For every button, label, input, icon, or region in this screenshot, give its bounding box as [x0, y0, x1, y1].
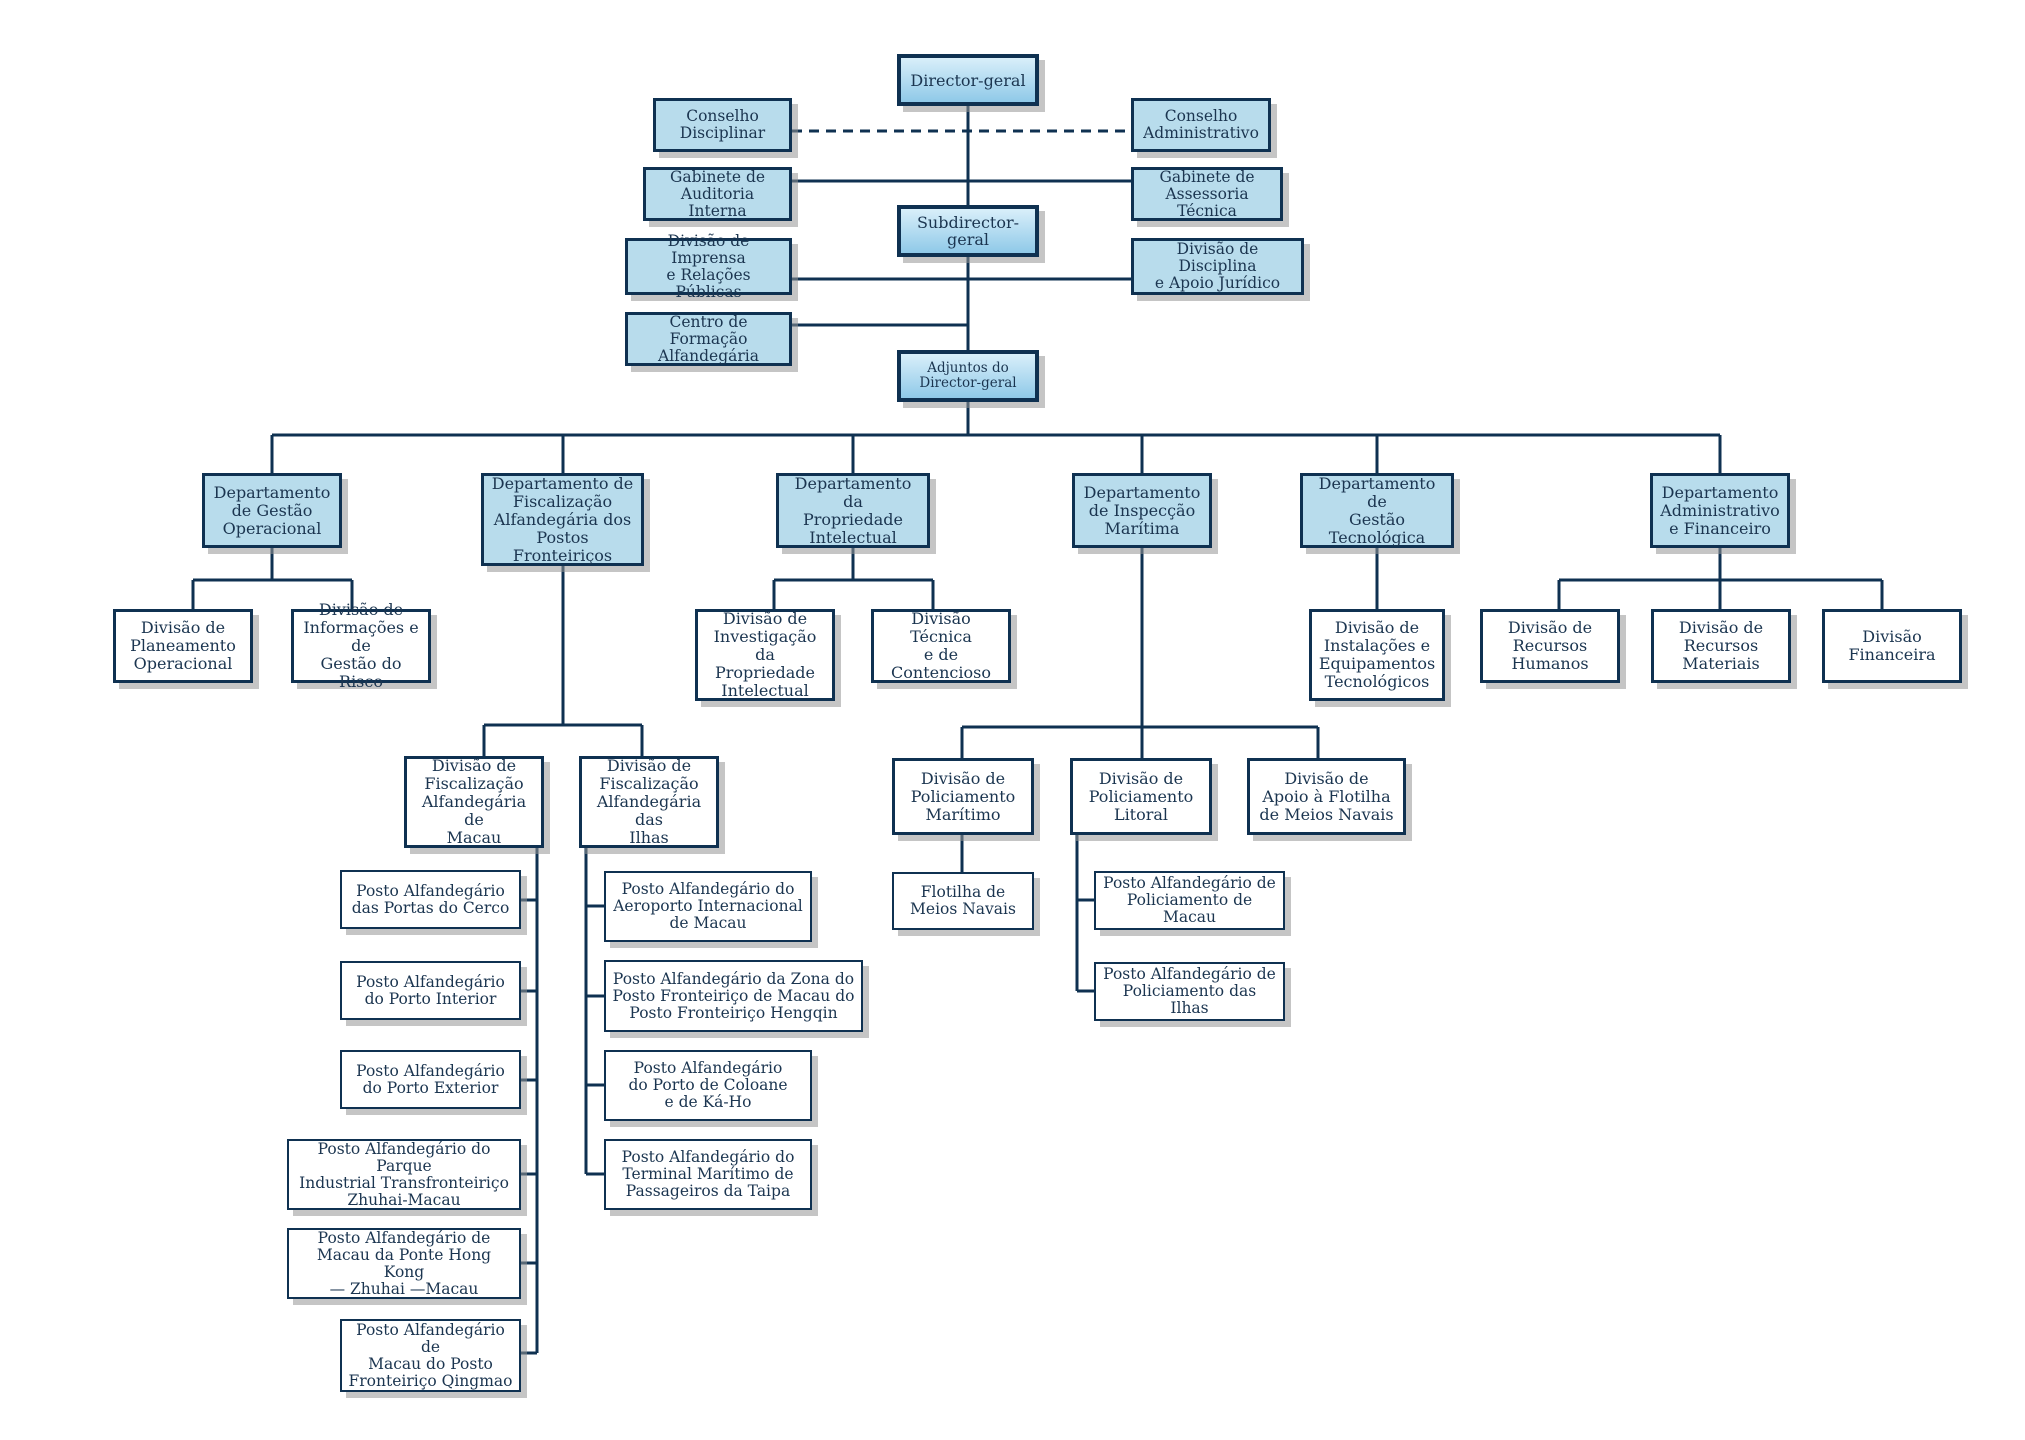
divisao-imprensa-box: Divisão de Imprensa e Relações Públicas [625, 232, 792, 300]
divisao-policiamento-litoral: Divisão de Policiamento Litoral [1070, 758, 1212, 835]
divisao-investigacao-propriedade: Divisão de Investigação da Propriedade I… [695, 609, 835, 701]
posto-ponte-hong-kong: Posto Alfandegário de Macau da Ponte Hon… [287, 1228, 521, 1299]
subdirector-geral-box: Subdirector-geral [897, 205, 1039, 257]
director-geral-box: Director-geral [897, 54, 1039, 106]
gabinete-assessoria-box: Gabinete de Assessoria Técnica [1131, 167, 1283, 221]
department-gestao-tecnologica: Departamento de Gestão Tecnológica [1300, 473, 1454, 548]
posto-policiamento-macau: Posto Alfandegário de Policiamento de Ma… [1094, 871, 1285, 930]
divisao-instalacoes-equipamentos: Divisão de Instalações e Equipamentos Te… [1309, 609, 1445, 701]
posto-hengqin: Posto Alfandegário da Zona do Posto Fron… [604, 960, 863, 1032]
divisao-informacoes-gestao-risco: Divisão de Informações e de Gestão do Ri… [291, 601, 431, 691]
department-inspeccao-maritima: Departamento de Inspecção Marítima [1072, 473, 1212, 548]
divisao-planeamento-operacional: Divisão de Planeamento Operacional [113, 609, 253, 683]
conselho-administrativo-box: Conselho Administrativo [1131, 98, 1271, 152]
centro-formacao-box: Centro de Formação Alfandegária [625, 312, 792, 366]
adjuntos-box: Adjuntos do Director-geral [897, 350, 1039, 402]
posto-aeroporto-internacional: Posto Alfandegário do Aeroporto Internac… [604, 871, 812, 942]
divisao-policiamento-maritimo: Divisão de Policiamento Marítimo [892, 758, 1034, 835]
divisao-fiscalizacao-ilhas: Divisão de Fiscalização Alfandegária das… [579, 756, 719, 848]
divisao-disciplina-box: Divisão de Disciplina e Apoio Jurídico [1131, 238, 1304, 295]
posto-policiamento-ilhas: Posto Alfandegário de Policiamento das I… [1094, 962, 1285, 1021]
posto-portas-do-cerco: Posto Alfandegário das Portas do Cerco [340, 870, 521, 929]
divisao-financeira: Divisão Financeira [1822, 609, 1962, 683]
posto-coloane-ka-ho: Posto Alfandegário do Porto de Coloane e… [604, 1050, 812, 1121]
gabinete-auditoria-box: Gabinete de Auditoria Interna [643, 167, 792, 221]
posto-parque-industrial: Posto Alfandegário do Parque Industrial … [287, 1139, 521, 1210]
department-propriedade-intelectual: Departamento da Propriedade Intelectual [776, 473, 930, 548]
divisao-fiscalizacao-macau: Divisão de Fiscalização Alfandegária de … [404, 756, 544, 848]
department-administrativo-financeiro: Departamento Administrativo e Financeiro [1650, 473, 1790, 548]
flotilha-meios-navais: Flotilha de Meios Navais [892, 872, 1034, 930]
divisao-apoio-flotilha: Divisão de Apoio à Flotilha de Meios Nav… [1247, 758, 1406, 835]
divisao-recursos-humanos: Divisão de Recursos Humanos [1480, 609, 1620, 683]
conselho-disciplinar-box: Conselho Disciplinar [653, 98, 792, 152]
posto-terminal-taipa: Posto Alfandegário do Terminal Marítimo … [604, 1139, 812, 1210]
department-gestao-operacional: Departamento de Gestão Operacional [202, 473, 342, 548]
posto-porto-exterior: Posto Alfandegário do Porto Exterior [340, 1050, 521, 1109]
divisao-tecnica-contencioso: Divisão Técnica e de Contencioso [871, 609, 1011, 683]
divisao-recursos-materiais: Divisão de Recursos Materiais [1651, 609, 1791, 683]
posto-qingmao: Posto Alfandegário de Macau do Posto Fro… [340, 1319, 521, 1392]
department-fiscalizacao-alfandegaria: Departamento de Fiscalização Alfandegári… [481, 473, 644, 566]
posto-porto-interior: Posto Alfandegário do Porto Interior [340, 961, 521, 1020]
